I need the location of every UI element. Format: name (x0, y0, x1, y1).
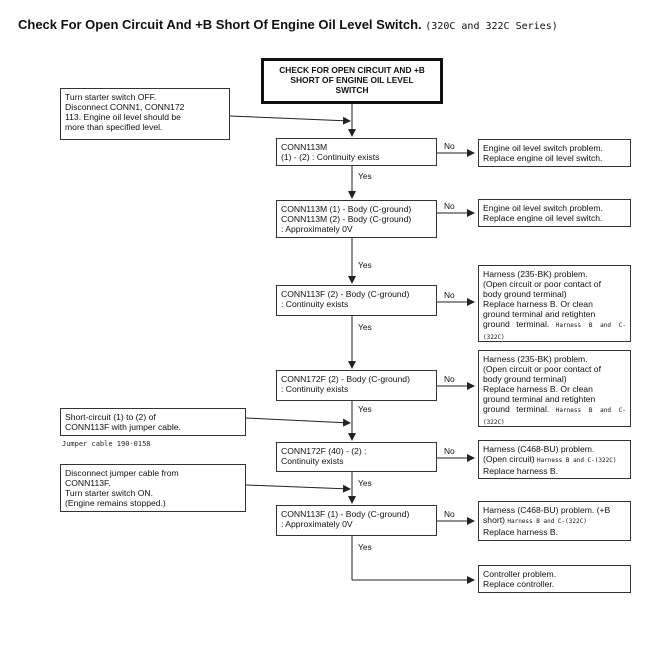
result-4-harness-note: Harness B and C-(322C) (483, 407, 626, 426)
result-box-2: Engine oil level switch problem. Replace… (478, 199, 631, 227)
yes-label-5: Yes (358, 478, 372, 488)
result-box-1: Engine oil level switch problem. Replace… (478, 139, 631, 167)
yes-label-4: Yes (358, 404, 372, 414)
check-6-line-1: CONN113F (1) - Body (C-ground) (281, 509, 410, 519)
result-5-line-2: (Open circuit) (483, 454, 535, 464)
no-label-1: No (444, 141, 455, 151)
jumper-cable-note: Jumper cable 190-0158 (62, 440, 151, 448)
check-4-line-2: : Continuity exists (281, 384, 349, 394)
series-note: (320C and 322C Series) (425, 21, 558, 32)
result-4-line-6-text: ground terminal. (483, 404, 550, 414)
result-1-line-2: Replace engine oil level switch. (483, 153, 603, 163)
note-3-line-2: CONN113F. (65, 478, 111, 488)
check-box-1: CONN113M (1) - (2) : Continuity exists (276, 138, 437, 166)
note-1-line-3: 113. Engine oil level should be (65, 112, 181, 122)
check-2-line-1: CONN113M (1) - Body (C-ground) (281, 204, 412, 214)
result-box-5: Harness (C468-BU) problem. (Open circuit… (478, 440, 631, 479)
result-box-6: Harness (C468-BU) problem. (+B short) Ha… (478, 501, 631, 541)
note-1-line-1: Turn starter switch OFF. (65, 92, 157, 102)
start-line-2: SHORT OF ENGINE OIL LEVEL (290, 75, 414, 85)
result-6-harness-note: Harness B and C-(322C) (507, 518, 587, 525)
note-2-line-2: CONN113F with jumper cable. (65, 422, 181, 432)
result-4-line-6: ground terminal. Harness B and C-(322C) (483, 404, 626, 428)
check-2-line-3: : Approximately 0V (281, 224, 353, 234)
result-3-line-6-text: ground terminal. (483, 319, 550, 329)
result-3-harness-note: Harness B and C-(322C) (483, 322, 626, 341)
result-3-line-2: (Open circuit or poor contact of (483, 279, 601, 289)
no-label-5: No (444, 446, 455, 456)
no-label-2: No (444, 201, 455, 211)
title-text: Check For Open Circuit And +B Short Of E… (18, 17, 422, 32)
no-label-3: No (444, 290, 455, 300)
result-4-line-1: Harness (235-BK) problem. (483, 354, 588, 364)
page-title: Check For Open Circuit And +B Short Of E… (18, 17, 558, 32)
check-box-4: CONN172F (2) - Body (C-ground) : Continu… (276, 370, 437, 401)
note-box-1: Turn starter switch OFF. Disconnect CONN… (60, 88, 230, 140)
result-6-line-1: Harness (C468-BU) problem. (+B (483, 505, 611, 515)
result-5-harness-note: Harness B and C-(322C) (536, 457, 617, 464)
check-box-2: CONN113M (1) - Body (C-ground) CONN113M … (276, 200, 437, 238)
result-3-line-1: Harness (235-BK) problem. (483, 269, 588, 279)
result-7-line-2: Replace controller. (483, 579, 555, 589)
check-box-3: CONN113F (2) - Body (C-ground) : Continu… (276, 285, 437, 316)
check-5-line-2: Continuity exists (281, 456, 344, 466)
check-box-5: CONN172F (40) - (2) : Continuity exists (276, 442, 437, 472)
result-7-line-1: Controller problem. (483, 569, 557, 579)
result-box-4: Harness (235-BK) problem. (Open circuit … (478, 350, 631, 427)
note-3-line-3: Turn starter switch ON. (65, 488, 154, 498)
no-label-6: No (444, 509, 455, 519)
result-4-line-3: body ground terminal) (483, 374, 567, 384)
check-box-6: CONN113F (1) - Body (C-ground) : Approxi… (276, 505, 437, 536)
result-3-line-5: ground terminal and retighten (483, 309, 596, 319)
yes-label-2: Yes (358, 260, 372, 270)
result-6-line-2: short) (483, 515, 505, 525)
note-box-2: Short-circuit (1) to (2) of CONN113F wit… (60, 408, 246, 436)
check-1-line-2: (1) - (2) : Continuity exists (281, 152, 380, 162)
note-3-line-4: (Engine remains stopped.) (65, 498, 166, 508)
result-5-line-1: Harness (C468-BU) problem. (483, 444, 595, 454)
check-1-line-1: CONN113M (281, 142, 328, 152)
result-box-3: Harness (235-BK) problem. (Open circuit … (478, 265, 631, 342)
result-box-7: Controller problem. Replace controller. (478, 565, 631, 593)
check-6-line-2: : Approximately 0V (281, 519, 353, 529)
note-box-3: Disconnect jumper cable from CONN113F. T… (60, 464, 246, 512)
start-line-3: SWITCH (335, 85, 369, 95)
start-line-1: CHECK FOR OPEN CIRCUIT AND +B (279, 65, 425, 75)
result-3-line-3: body ground terminal) (483, 289, 567, 299)
yes-label-1: Yes (358, 171, 372, 181)
check-3-line-1: CONN113F (2) - Body (C-ground) (281, 289, 410, 299)
note-1-line-2: Disconnect CONN1, CONN172 (65, 102, 185, 112)
note-3-line-1: Disconnect jumper cable from (65, 468, 179, 478)
yes-label-6: Yes (358, 542, 372, 552)
result-3-line-4: Replace harness B. Or clean (483, 299, 593, 309)
check-2-line-2: CONN113M (2) - Body (C-ground) (281, 214, 412, 224)
note-1-line-4: more than specified level. (65, 122, 163, 132)
result-4-line-4: Replace harness B. Or clean (483, 384, 593, 394)
result-5-line-3: Replace harness B. (483, 466, 558, 476)
no-label-4: No (444, 374, 455, 384)
yes-label-3: Yes (358, 322, 372, 332)
result-6-line-3: Replace harness B. (483, 527, 558, 537)
result-4-line-2: (Open circuit or poor contact of (483, 364, 601, 374)
result-3-line-6: ground terminal. Harness B and C-(322C) (483, 319, 626, 343)
check-3-line-2: : Continuity exists (281, 299, 349, 309)
note-2-line-1: Short-circuit (1) to (2) of (65, 412, 156, 422)
check-4-line-1: CONN172F (2) - Body (C-ground) (281, 374, 410, 384)
check-5-line-1: CONN172F (40) - (2) : (281, 446, 367, 456)
result-4-line-5: ground terminal and retighten (483, 394, 596, 404)
start-box: CHECK FOR OPEN CIRCUIT AND +B SHORT OF E… (261, 58, 443, 104)
result-1-line-1: Engine oil level switch problem. (483, 143, 603, 153)
result-2-line-2: Replace engine oil level switch. (483, 213, 603, 223)
result-2-line-1: Engine oil level switch problem. (483, 203, 603, 213)
